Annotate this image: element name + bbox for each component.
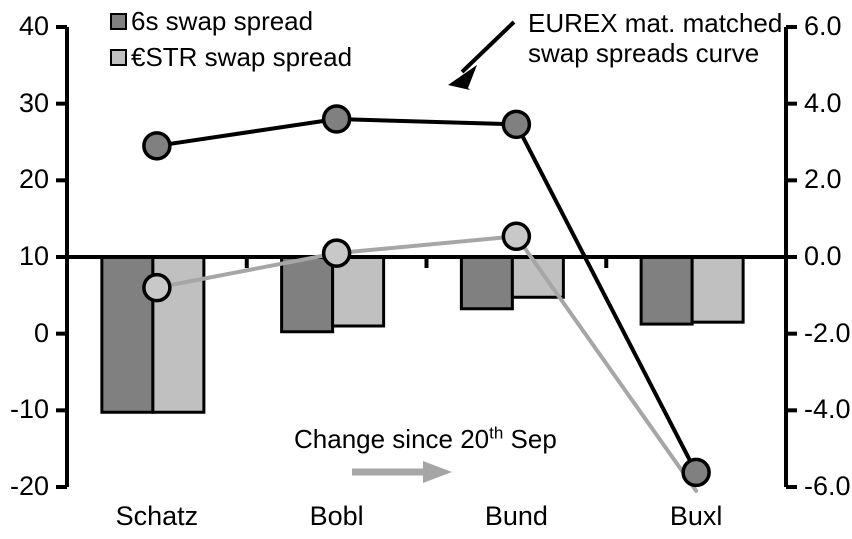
category-label-bobl: Bobl [309, 501, 364, 531]
right-axis-tick-label: 4.0 [804, 87, 842, 118]
eurex-curve-annotation-line1: EUREX mat. matched [528, 8, 783, 38]
eurex-curve-marker-schatz [142, 131, 172, 161]
annotation-arrows [352, 20, 516, 483]
change-since-annotation-superscript: th [489, 423, 504, 443]
left-axis-tick-label: 30 [18, 87, 49, 118]
change-since-annotation-suffix: Sep [503, 424, 557, 454]
left-axis-tick-label: 10 [18, 241, 49, 271]
change-since-marker-bobl [321, 238, 352, 268]
right-axis-tick-label: 0.0 [804, 241, 842, 271]
line-series-group [154, 117, 699, 493]
eurex-curve-line [154, 117, 699, 475]
eurex-curve-marker-buxl [681, 457, 711, 488]
legend-label-estr-swap-spread: €STR swap spread [131, 42, 353, 72]
left-axis-tick-label: 20 [18, 164, 49, 195]
change-since-arrow-head [423, 461, 452, 483]
left-axis-tick-label: -20 [9, 471, 49, 501]
eurex-curve-marker-bobl [321, 104, 352, 134]
category-label-buxl: Buxl [669, 501, 723, 531]
category-label-schatz: Schatz [115, 501, 199, 531]
right-axis-tick-label: 2.0 [804, 164, 842, 195]
change-since-annotation: Change since 20th Sep [294, 424, 557, 454]
bar-buxl-6s [639, 255, 694, 326]
legend-item-estr-swap-spread: €STR swap spread [110, 44, 352, 70]
legend-swatch-estr-swap-spread [110, 48, 127, 66]
eurex-annotation-arrow-shaft [460, 20, 516, 74]
bar-bund-6s [459, 255, 514, 311]
right-axis-tick-label: 6.0 [804, 11, 842, 41]
eurex-curve-annotation-line2: swap spreads curve [528, 38, 760, 68]
eurex-annotation-arrow-head [448, 65, 477, 90]
left-axis-tick-label: 40 [18, 11, 49, 41]
right-axis-tick-label: -6.0 [804, 471, 851, 501]
bar-bobl-6s [280, 255, 335, 334]
legend-label-6s-swap-spread: 6s swap spread [131, 6, 314, 36]
bar-buxl-estr [690, 255, 745, 324]
right-axis-tick-label: -2.0 [804, 317, 851, 348]
change-since-marker-bund [501, 221, 532, 252]
change-since-marker-schatz [142, 272, 172, 303]
left-axis-tick-label: -10 [9, 394, 49, 425]
legend-swatch-6s-swap-spread [110, 12, 127, 30]
left-axis-tick-label: 0 [33, 317, 49, 348]
eurex-curve-marker-bund [501, 109, 532, 140]
right-axis-tick-label: -4.0 [804, 394, 851, 425]
category-label-bund: Bund [484, 501, 548, 531]
eurex-curve-annotation: EUREX mat. matched swap spreads curve [528, 8, 782, 68]
line-markers-group [142, 104, 711, 488]
change-since-annotation-prefix: Change since 20 [294, 424, 490, 454]
legend-item-6s-swap-spread: 6s swap spread [110, 8, 313, 34]
change-since-line [154, 234, 699, 493]
